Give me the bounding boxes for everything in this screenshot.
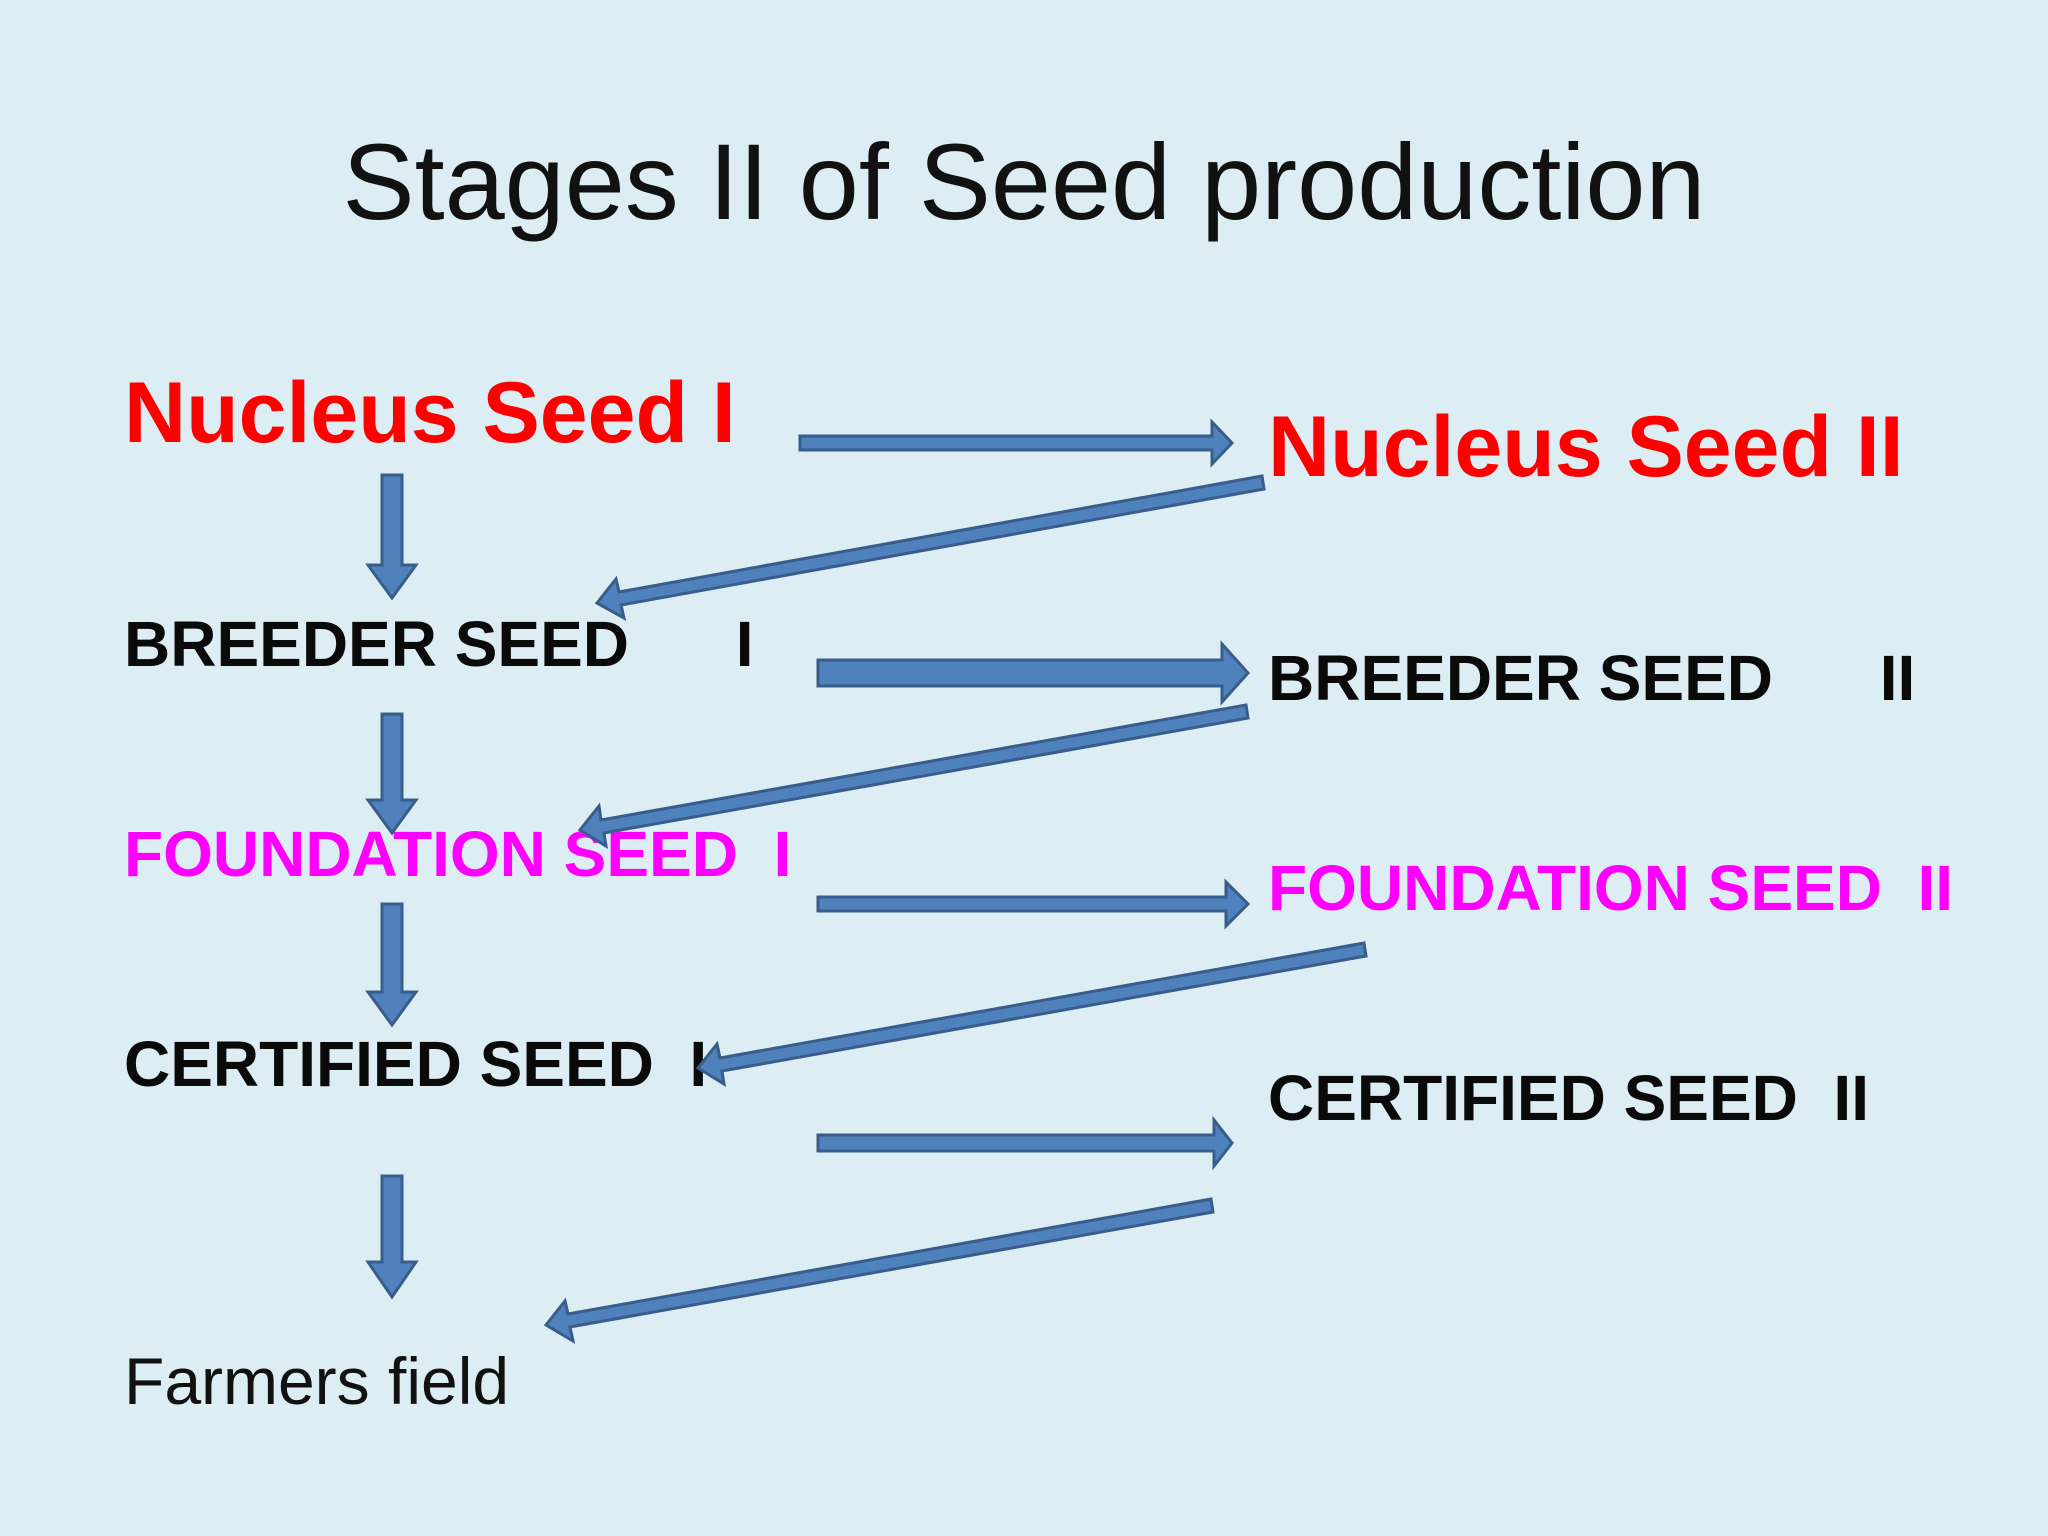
certified-seed-two: CERTIFIED SEED II	[1268, 1062, 1869, 1134]
certified-seed-one: CERTIFIED SEED I	[124, 1028, 708, 1100]
slide-title: Stages II of Seed production	[342, 121, 1706, 242]
arrow-foundation-to-certified-one	[365, 902, 419, 1028]
arrow-foundation-two-to-certified-one	[695, 941, 1368, 1087]
arrow-foundation-one-to-two	[816, 878, 1251, 930]
farmers-field: Farmers field	[124, 1344, 510, 1418]
breeder-seed-two: BREEDER SEED II	[1268, 642, 1916, 714]
nucleus-seed-two: Nucleus Seed II	[1268, 399, 1904, 495]
arrow-nucleus-to-breeder-one	[365, 473, 419, 601]
arrow-breeder-two-to-foundation-one	[577, 703, 1250, 849]
arrow-certified-to-farmers	[365, 1174, 419, 1300]
arrow-nucleus-two-to-breeder-one	[594, 474, 1266, 621]
arrow-certified-two-to-farmers	[543, 1197, 1215, 1345]
arrow-nucleus-one-to-two	[798, 418, 1235, 468]
foundation-seed-two: FOUNDATION SEED II	[1268, 852, 1954, 924]
arrow-certified-one-to-two	[816, 1115, 1234, 1171]
breeder-seed-one: BREEDER SEED I	[124, 608, 754, 680]
arrow-breeder-to-foundation-one	[365, 712, 419, 836]
nucleus-seed-one: Nucleus Seed I	[124, 365, 736, 461]
arrow-breeder-one-to-two	[816, 640, 1251, 706]
